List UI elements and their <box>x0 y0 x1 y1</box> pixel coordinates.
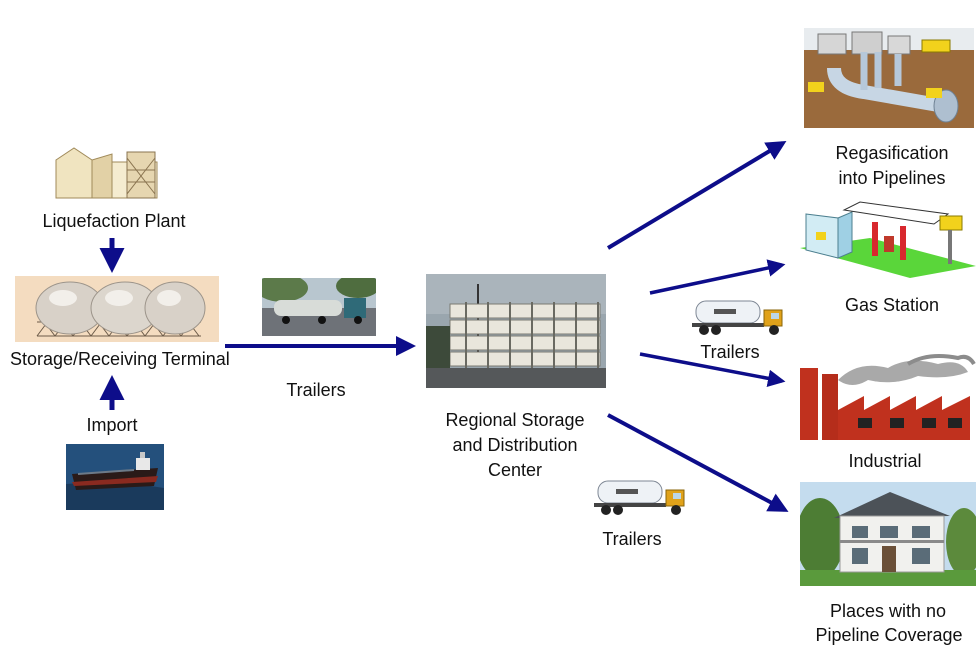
gas-station-image <box>800 201 976 278</box>
import-label: Import <box>86 415 138 435</box>
arrow-to-industrial <box>639 352 786 387</box>
regional-storage-image <box>426 274 606 388</box>
liquefaction-plant-label: Liquefaction Plant <box>42 211 186 231</box>
regional-label-line1: Regional Storage <box>445 410 585 430</box>
industrial-image <box>800 354 976 440</box>
liquefaction-plant-icon <box>55 147 158 199</box>
regasification-label-line1: Regasification <box>835 143 949 163</box>
trailer-truck-icon <box>692 300 783 335</box>
arrow-to-places <box>607 413 789 512</box>
storage-terminal-label: Storage/Receiving Terminal <box>10 349 230 369</box>
trailers-bottom-label: Trailers <box>602 529 662 549</box>
trailers-left-label: Trailers <box>286 380 346 400</box>
regasification-label-line2: into Pipelines <box>838 168 946 188</box>
trailer-truck-icon-bottom <box>594 480 685 515</box>
trailers-mid-label: Trailers <box>700 342 760 362</box>
arrow-to-gas-station <box>649 259 786 295</box>
industrial-label: Industrial <box>848 451 922 471</box>
storage-tanks-image <box>15 276 219 342</box>
trailer-truck-photo <box>262 278 376 336</box>
places-label-line1: Places with no <box>829 601 947 621</box>
regional-label-line3: Center <box>487 460 543 480</box>
arrow-to-regasification <box>606 140 787 250</box>
house-image <box>800 482 976 586</box>
gas-station-label: Gas Station <box>844 295 940 315</box>
regasification-image <box>804 28 974 128</box>
tanker-ship-image <box>66 444 164 510</box>
places-label-line2: Pipeline Coverage <box>815 625 963 645</box>
regional-label-line2: and Distribution <box>452 435 578 455</box>
